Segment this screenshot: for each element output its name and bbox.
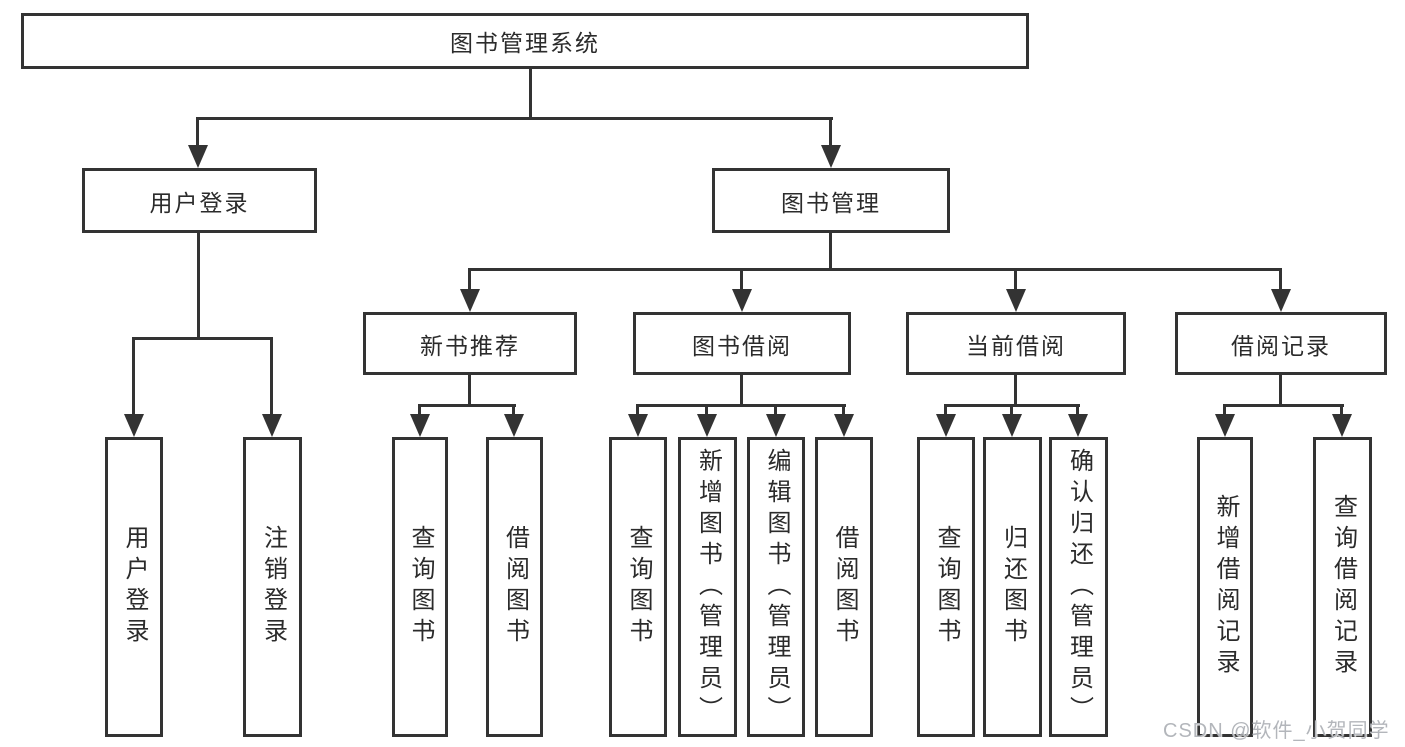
connector-line bbox=[1340, 404, 1343, 415]
leaf-user-login-label: 用户登录 bbox=[121, 525, 148, 649]
connector-line bbox=[468, 268, 1282, 271]
leaf-bb-add-books-admin-label: 新增图书（管理员） bbox=[694, 447, 722, 727]
node-new-book-recommend-label: 新书推荐 bbox=[420, 332, 520, 359]
leaf-cb-query-books-label: 查询图书 bbox=[933, 525, 960, 649]
leaf-bb-add-books-admin: 新增图书（管理员） bbox=[678, 437, 737, 737]
arrowhead-icon bbox=[1271, 289, 1291, 312]
connector-line bbox=[1279, 375, 1282, 407]
node-borrow-records: 借阅记录 bbox=[1175, 312, 1387, 375]
node-current-borrowing: 当前借阅 bbox=[906, 312, 1126, 375]
arrowhead-icon bbox=[504, 414, 524, 437]
leaf-nb-query-books: 查询图书 bbox=[392, 437, 448, 737]
leaf-bb-query-books: 查询图书 bbox=[609, 437, 667, 737]
connector-line bbox=[705, 404, 708, 415]
leaf-br-query-record-label: 查询借阅记录 bbox=[1329, 494, 1357, 680]
connector-line bbox=[418, 404, 421, 415]
csdn-watermark: CSDN @软件_小贺同学 bbox=[1163, 720, 1390, 742]
connector-line bbox=[132, 337, 273, 340]
connector-line bbox=[842, 404, 845, 415]
arrowhead-icon bbox=[410, 414, 430, 437]
leaf-user-login: 用户登录 bbox=[105, 437, 163, 737]
leaf-br-query-record: 查询借阅记录 bbox=[1313, 437, 1372, 737]
connector-line bbox=[132, 337, 135, 415]
connector-line bbox=[418, 404, 516, 407]
leaf-cb-return-books-label: 归还图书 bbox=[999, 525, 1027, 649]
connector-line bbox=[1010, 404, 1013, 415]
arrowhead-icon bbox=[766, 414, 786, 437]
leaf-bb-borrow-books-label: 借阅图书 bbox=[831, 525, 858, 649]
connector-line bbox=[1223, 404, 1226, 415]
leaf-cb-confirm-return-admin: 确认归还（管理员） bbox=[1049, 437, 1108, 737]
connector-line bbox=[270, 337, 273, 415]
node-new-book-recommend: 新书推荐 bbox=[363, 312, 577, 375]
connector-line bbox=[512, 404, 515, 415]
leaf-nb-borrow-books: 借阅图书 bbox=[486, 437, 543, 737]
arrowhead-icon bbox=[1332, 414, 1352, 437]
connector-line bbox=[829, 233, 832, 271]
leaf-cb-confirm-return-admin-label: 确认归还（管理员） bbox=[1065, 447, 1093, 727]
arrowhead-icon bbox=[834, 414, 854, 437]
node-user-login-label: 用户登录 bbox=[149, 189, 250, 216]
connector-line bbox=[1076, 404, 1079, 415]
node-book-management: 图书管理 bbox=[712, 168, 950, 233]
connector-line bbox=[468, 268, 471, 291]
arrowhead-icon bbox=[1068, 414, 1088, 437]
leaf-bb-query-books-label: 查询图书 bbox=[625, 525, 652, 649]
connector-line bbox=[1279, 268, 1282, 291]
connector-line bbox=[1014, 375, 1017, 407]
leaf-logout-label: 注销登录 bbox=[259, 525, 287, 649]
leaf-br-add-record-label: 新增借阅记录 bbox=[1212, 494, 1239, 680]
arrowhead-icon bbox=[1002, 414, 1022, 437]
connector-line bbox=[196, 117, 199, 146]
node-borrow-records-label: 借阅记录 bbox=[1231, 332, 1331, 359]
leaf-logout: 注销登录 bbox=[243, 437, 302, 737]
connector-line bbox=[1014, 268, 1017, 291]
leaf-nb-borrow-books-label: 借阅图书 bbox=[501, 525, 529, 649]
node-current-borrowing-label: 当前借阅 bbox=[966, 332, 1066, 359]
arrowhead-icon bbox=[460, 289, 480, 312]
connector-line bbox=[636, 404, 639, 415]
leaf-nb-query-books-label: 查询图书 bbox=[407, 525, 434, 649]
connector-line bbox=[529, 69, 532, 120]
arrowhead-icon bbox=[697, 414, 717, 437]
node-root: 图书管理系统 bbox=[21, 13, 1029, 69]
arrowhead-icon bbox=[188, 145, 208, 168]
leaf-cb-return-books: 归还图书 bbox=[983, 437, 1042, 737]
connector-line bbox=[197, 233, 200, 338]
node-user-login: 用户登录 bbox=[82, 168, 317, 233]
node-book-borrowing-label: 图书借阅 bbox=[692, 332, 792, 359]
connector-line bbox=[774, 404, 777, 415]
leaf-bb-edit-books-admin: 编辑图书（管理员） bbox=[747, 437, 805, 737]
arrowhead-icon bbox=[124, 414, 144, 437]
arrowhead-icon bbox=[628, 414, 648, 437]
leaf-bb-borrow-books: 借阅图书 bbox=[815, 437, 873, 737]
arrowhead-icon bbox=[262, 414, 282, 437]
connector-line bbox=[944, 404, 947, 415]
connector-line bbox=[468, 375, 471, 407]
node-root-label: 图书管理系统 bbox=[450, 30, 600, 56]
leaf-bb-edit-books-admin-label: 编辑图书（管理员） bbox=[763, 447, 790, 727]
arrowhead-icon bbox=[936, 414, 956, 437]
connector-line bbox=[740, 375, 743, 407]
arrowhead-icon bbox=[821, 145, 841, 168]
connector-line bbox=[829, 117, 832, 146]
connector-line bbox=[636, 404, 846, 407]
arrowhead-icon bbox=[1006, 289, 1026, 312]
leaf-cb-query-books: 查询图书 bbox=[917, 437, 975, 737]
leaf-br-add-record: 新增借阅记录 bbox=[1197, 437, 1253, 737]
node-book-borrowing: 图书借阅 bbox=[633, 312, 851, 375]
arrowhead-icon bbox=[1215, 414, 1235, 437]
connector-line bbox=[740, 268, 743, 291]
arrowhead-icon bbox=[732, 289, 752, 312]
node-book-management-label: 图书管理 bbox=[781, 189, 881, 216]
connector-line bbox=[1223, 404, 1344, 407]
connector-line bbox=[196, 117, 833, 120]
